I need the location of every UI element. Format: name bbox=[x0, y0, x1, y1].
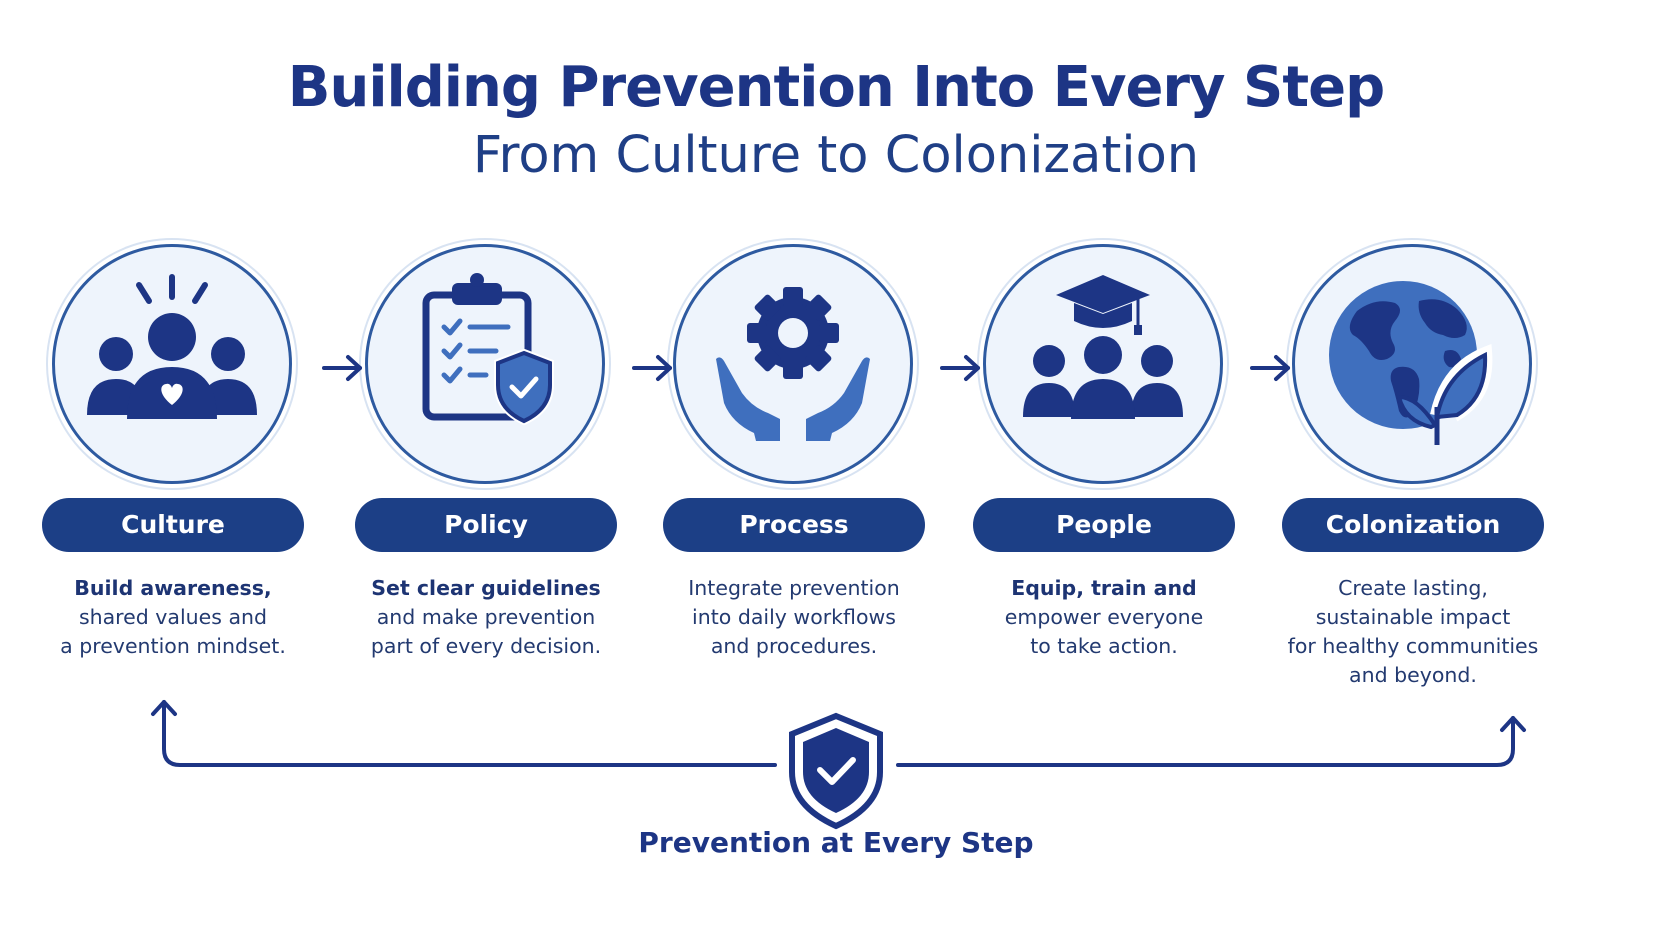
diagram-title: Building Prevention Into Every Step bbox=[287, 55, 1385, 120]
step-culture-label: Culture bbox=[42, 498, 304, 552]
arrow-culture-to-policy bbox=[322, 355, 362, 381]
arrow-process-to-people bbox=[940, 355, 980, 381]
diagram-subtitle: From Culture to Colonization bbox=[472, 126, 1200, 185]
step-colonization-label: Colonization bbox=[1282, 498, 1544, 552]
step-people-circle bbox=[983, 244, 1223, 484]
step-people-description: Equip, train and empower everyone to tak… bbox=[1004, 576, 1204, 658]
step-culture-description: Build awareness, shared values and a pre… bbox=[60, 576, 286, 658]
step-colonization-circle bbox=[1292, 244, 1532, 484]
globe-leaf-icon bbox=[1329, 281, 1493, 445]
graduation-team-icon bbox=[1023, 275, 1183, 419]
arrow-policy-to-process bbox=[632, 355, 672, 381]
loop-left-line bbox=[162, 700, 777, 767]
gear-hands-icon bbox=[716, 287, 870, 441]
step-policy-description: Set clear guidelines and make prevention… bbox=[370, 576, 602, 658]
step-policy-circle bbox=[365, 244, 605, 484]
footer-label: Prevention at Every Step bbox=[638, 826, 1034, 859]
shield-check-icon bbox=[789, 712, 883, 830]
step-process-label: Process bbox=[663, 498, 925, 552]
step-process-circle bbox=[673, 244, 913, 484]
arrow-people-to-colonization bbox=[1250, 355, 1290, 381]
loop-right-line bbox=[896, 716, 1515, 767]
step-colonization-description: Create lasting, sustainable impact for h… bbox=[1287, 576, 1539, 687]
step-process-description: Integrate prevention into daily workflow… bbox=[688, 576, 900, 658]
loop-right-arrowhead bbox=[1500, 716, 1526, 732]
step-policy-label: Policy bbox=[355, 498, 617, 552]
community-heart-icon bbox=[87, 274, 257, 419]
loop-left-arrowhead bbox=[151, 700, 177, 716]
step-culture-circle bbox=[52, 244, 292, 484]
step-people-label: People bbox=[973, 498, 1235, 552]
clipboard-shield-icon bbox=[422, 273, 554, 426]
